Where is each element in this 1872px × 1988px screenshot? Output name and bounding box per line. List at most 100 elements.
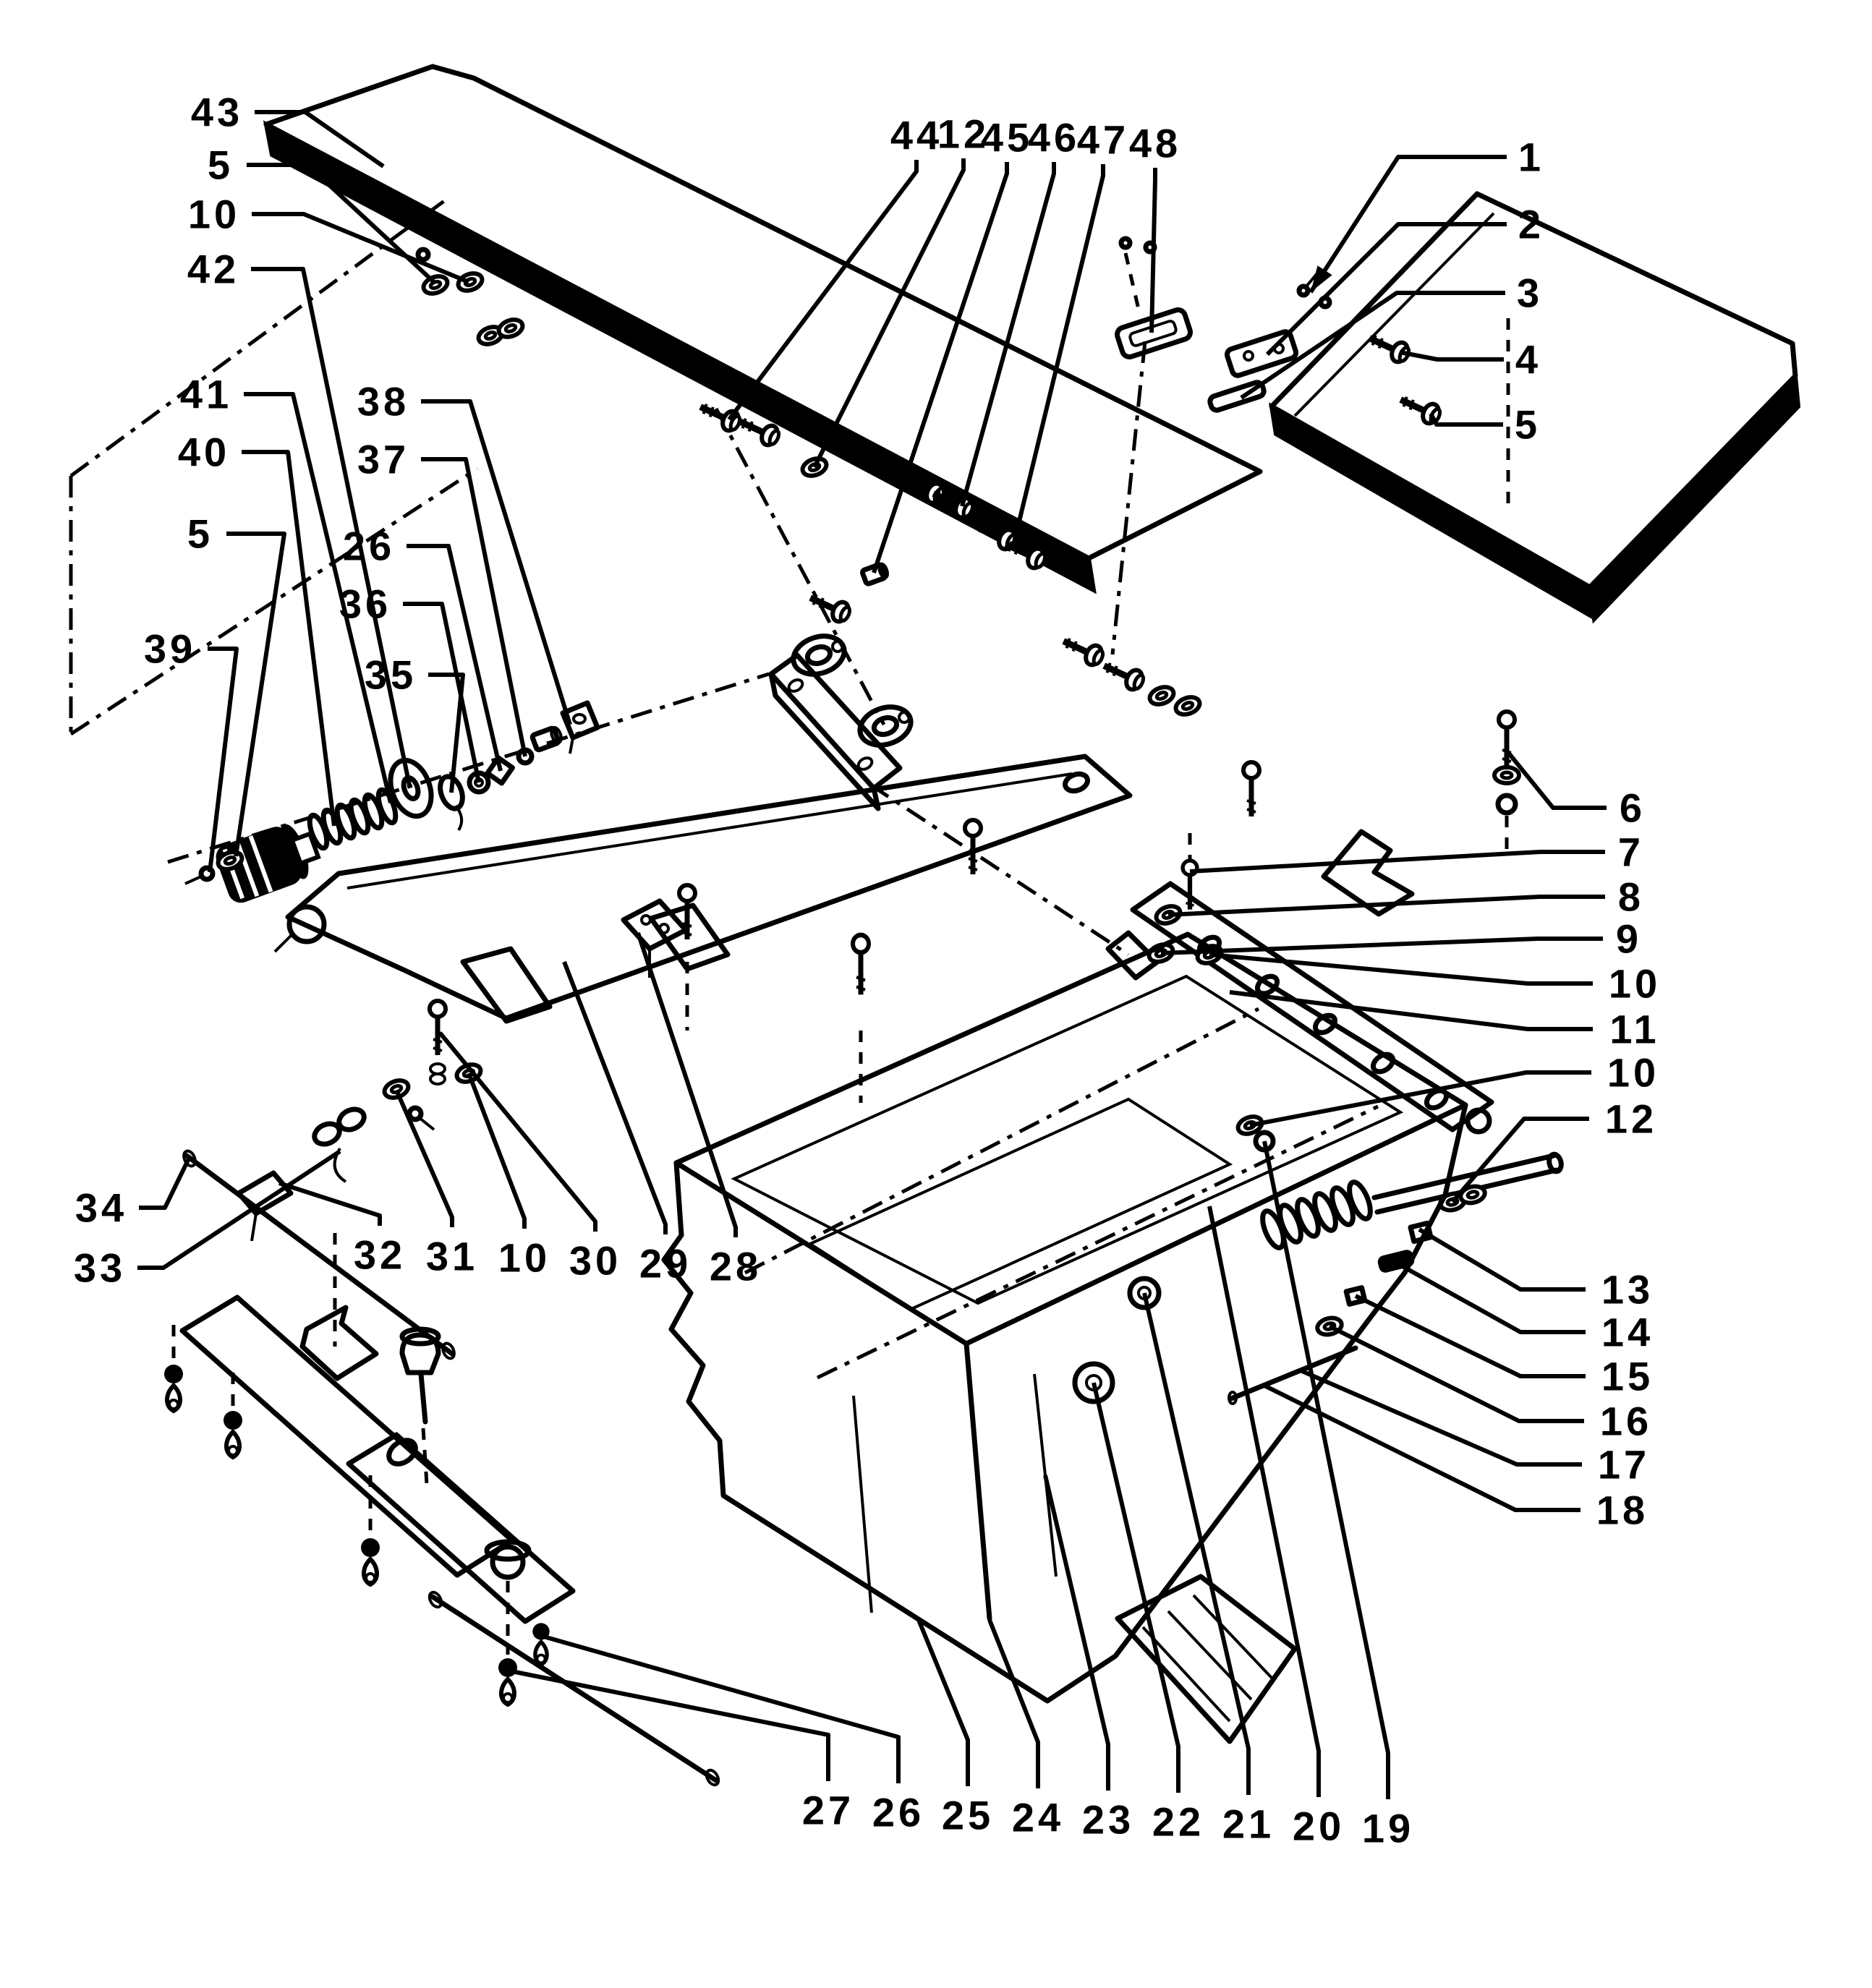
leader-line-44 — [727, 160, 919, 421]
table-fasteners — [415, 247, 1519, 816]
leader-line-39 — [208, 647, 239, 873]
callout-19: 19 — [1362, 1806, 1414, 1851]
callout-41: 41 — [180, 372, 232, 417]
leader-line-28 — [636, 932, 738, 1237]
leader-line-18 — [1263, 1383, 1580, 1512]
leader-line-12 — [1450, 1117, 1589, 1203]
callout-31: 31 — [426, 1234, 478, 1279]
gib-and-clamps — [621, 398, 1202, 978]
callout-25: 25 — [942, 1793, 994, 1838]
leader-line-38 — [421, 399, 572, 725]
callout-10: 10 — [1607, 1050, 1659, 1096]
spring-seat-plate — [1105, 829, 1494, 1137]
leader-line-5 — [226, 532, 286, 857]
callout-33: 33 — [74, 1245, 126, 1291]
callout-42: 42 — [187, 247, 239, 292]
callout-26: 26 — [872, 1790, 924, 1835]
callout-35: 35 — [365, 652, 417, 698]
leader-line-14 — [1393, 1260, 1586, 1334]
leader-line-36 — [403, 602, 481, 783]
leader-line-1 — [1309, 155, 1507, 294]
callout-40: 40 — [178, 430, 230, 475]
callout-5: 5 — [208, 142, 234, 188]
callout-17: 17 — [1598, 1442, 1650, 1488]
leader-line-3 — [1240, 291, 1505, 400]
leader-line-13 — [1418, 1227, 1586, 1292]
leader-line-10 — [252, 212, 470, 284]
callout-11: 11 — [1609, 1007, 1659, 1052]
leader-line-21 — [1142, 1292, 1251, 1795]
callout-23: 23 — [1082, 1797, 1134, 1843]
leader-line-25 — [916, 1618, 970, 1786]
callout-2: 2 — [1518, 202, 1544, 247]
leader-line-20 — [1207, 1206, 1321, 1797]
leader-line-37 — [421, 457, 527, 757]
callout-10: 10 — [498, 1235, 550, 1281]
leader-line-22 — [1092, 1382, 1180, 1793]
leader-line-10 — [467, 1072, 527, 1229]
leader-line-27 — [514, 1670, 830, 1781]
handwheel-shaft-assembly — [184, 700, 600, 903]
callout-8: 8 — [1618, 874, 1644, 920]
leader-line-24 — [987, 1618, 1040, 1788]
callout-6: 6 — [1620, 785, 1646, 831]
callout-38: 38 — [357, 379, 409, 425]
leader-line-17 — [1301, 1369, 1582, 1467]
infeed-table — [263, 64, 1263, 594]
callout-28: 28 — [710, 1244, 762, 1289]
callout-5: 5 — [187, 511, 213, 557]
leader-line-33 — [137, 1149, 341, 1270]
callout-36: 36 — [339, 581, 391, 627]
carrier-frame — [273, 754, 1259, 1085]
leader-line-42 — [251, 267, 412, 786]
leader-line-34 — [139, 1156, 192, 1210]
leader-line-41 — [244, 392, 393, 803]
leader-line-12 — [812, 158, 966, 469]
callout-10: 10 — [188, 192, 240, 237]
callout-27: 27 — [802, 1788, 854, 1833]
callout-34: 34 — [75, 1185, 127, 1231]
callout-43: 43 — [191, 90, 243, 135]
leader-line-2 — [1265, 222, 1507, 357]
leader-line-43 — [255, 110, 385, 168]
leader-line-19 — [1262, 1140, 1390, 1799]
leader-line-8 — [1167, 895, 1605, 917]
callout-32: 32 — [354, 1232, 406, 1278]
callout-3: 3 — [1517, 270, 1543, 316]
callout-20: 20 — [1293, 1804, 1345, 1849]
leader-arrowhead — [1311, 265, 1332, 292]
fence-rails-assembly — [164, 1078, 720, 1787]
leader-line-40 — [242, 450, 336, 827]
callout-24: 24 — [1012, 1795, 1064, 1840]
leader-line-10 — [1209, 952, 1593, 986]
callout-12: 12 — [1605, 1096, 1657, 1142]
leader-line-30 — [438, 1031, 597, 1232]
leader-line-9 — [1160, 937, 1603, 955]
leader-line-23 — [1043, 1475, 1110, 1791]
leader-line-7 — [1189, 850, 1605, 874]
leader-line-32 — [278, 1181, 382, 1226]
leader-line-35 — [428, 673, 465, 793]
callout-9: 9 — [1616, 916, 1642, 962]
callout-39: 39 — [144, 626, 196, 672]
leader-line-15 — [1354, 1294, 1586, 1378]
callout-22: 22 — [1152, 1799, 1204, 1845]
leader-line-26 — [540, 1634, 901, 1783]
callout-18: 18 — [1596, 1488, 1648, 1533]
callout-46: 46 — [1028, 115, 1080, 161]
leader-line-29 — [562, 960, 668, 1234]
leader-line-47 — [1011, 164, 1105, 549]
callout-12: 12 — [937, 111, 990, 157]
callout-29: 29 — [639, 1241, 692, 1287]
callout-45: 45 — [981, 115, 1033, 161]
callout-1: 1 — [1518, 135, 1544, 180]
leader-line-48 — [1149, 168, 1157, 333]
callout-21: 21 — [1222, 1801, 1275, 1847]
leader-line-11 — [1229, 990, 1593, 1031]
callout-30: 30 — [569, 1238, 621, 1284]
callout-7: 7 — [1618, 829, 1644, 875]
callout-13: 13 — [1601, 1267, 1654, 1313]
leader-line-26 — [407, 544, 503, 772]
